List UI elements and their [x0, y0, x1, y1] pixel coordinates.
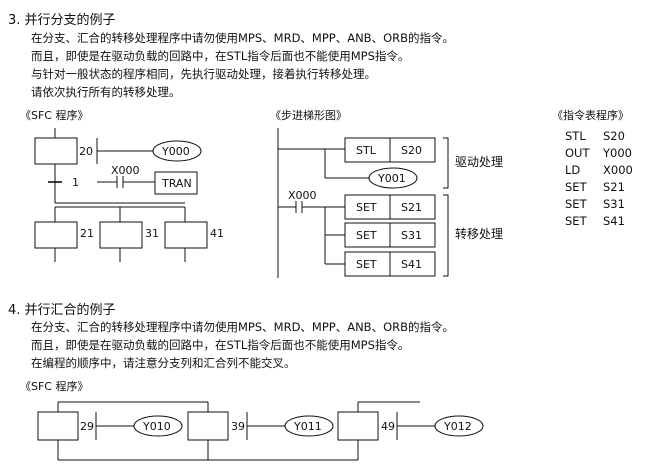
output-label-y012: Y012	[443, 420, 472, 433]
section3-line: 而且，即使是在驱动负载的回路中，在STL指令后面也不能使用MPS指令。	[31, 49, 410, 63]
output-coil-y000	[152, 140, 202, 162]
step-box-39	[187, 411, 229, 441]
step-number-21: 21	[80, 227, 94, 240]
section4-line: 在分支、汇合的转移处理程序中请勿使用MPS、MRD、MPP、ANB、ORB的指令…	[31, 320, 455, 334]
output-coil-y011	[284, 415, 334, 437]
step-number-31: 31	[145, 227, 159, 240]
output-label-y000: Y000	[161, 145, 190, 158]
step-number-49: 49	[381, 420, 395, 433]
drive-bracket	[443, 137, 449, 189]
transfer-bracket	[443, 194, 449, 277]
section4-heading: 4. 并行汇合的例子	[8, 303, 116, 318]
step-box-21	[34, 221, 78, 249]
step-box-49	[337, 411, 379, 441]
sfc-program-caption: 《SFC 程序》	[20, 380, 89, 393]
step-box-41	[164, 221, 208, 249]
set-target-s41: S41	[401, 258, 422, 271]
drive-process-label: 驱动处理	[455, 155, 503, 169]
section3-line: 在分支、汇合的转移处理程序中请勿使用MPS、MRD、MPP、ANB、ORB的指令…	[31, 31, 455, 45]
ladder-contact-label: X000	[288, 189, 317, 202]
instruction-list-caption: 《指令表程序》	[552, 109, 629, 122]
step-box-31	[99, 221, 143, 249]
tran-box	[154, 171, 198, 195]
section3-heading: 3. 并行分支的例子	[8, 13, 116, 28]
stl-label: STL	[356, 144, 377, 157]
set-target-s31: S31	[401, 229, 422, 242]
section3-line: 请依次执行所有的转移处理。	[31, 85, 181, 99]
output-coil-y001	[368, 167, 418, 189]
transfer-process-label: 转移处理	[455, 226, 503, 241]
output-coil-y012	[434, 415, 484, 437]
section4-line: 在编程的顺序中，请注意分支列和汇合列不能交叉。	[31, 356, 296, 370]
step-number-20: 20	[79, 145, 93, 158]
output-coil-y010	[133, 415, 183, 437]
step-number-41: 41	[210, 227, 224, 240]
set-label: SET	[356, 258, 377, 271]
section4-line: 而且，即使是在驱动负载的回路中，在STL指令后面也不能使用MPS指令。	[31, 338, 410, 352]
section3-line: 与针对一般状态的程序相同，先执行驱动处理，接着执行转移处理。	[31, 67, 376, 81]
set-label: SET	[356, 229, 377, 242]
transition-number: 1	[72, 176, 79, 189]
sfc-program-caption: 《SFC 程序》	[20, 109, 89, 122]
step-box-29	[37, 411, 79, 441]
contact-label-x000: X000	[111, 164, 140, 177]
step-number-39: 39	[231, 420, 245, 433]
set-target-s21: S21	[401, 201, 422, 214]
coil-label-y001: Y001	[377, 172, 406, 185]
set-label: SET	[356, 201, 377, 214]
stl-step-label: S20	[401, 144, 422, 157]
tran-label: TRAN	[161, 177, 192, 190]
ladder-program-caption: 《步进梯形图》	[270, 109, 347, 122]
step-number-29: 29	[80, 420, 94, 433]
output-label-y010: Y010	[142, 420, 171, 433]
output-label-y011: Y011	[293, 420, 322, 433]
